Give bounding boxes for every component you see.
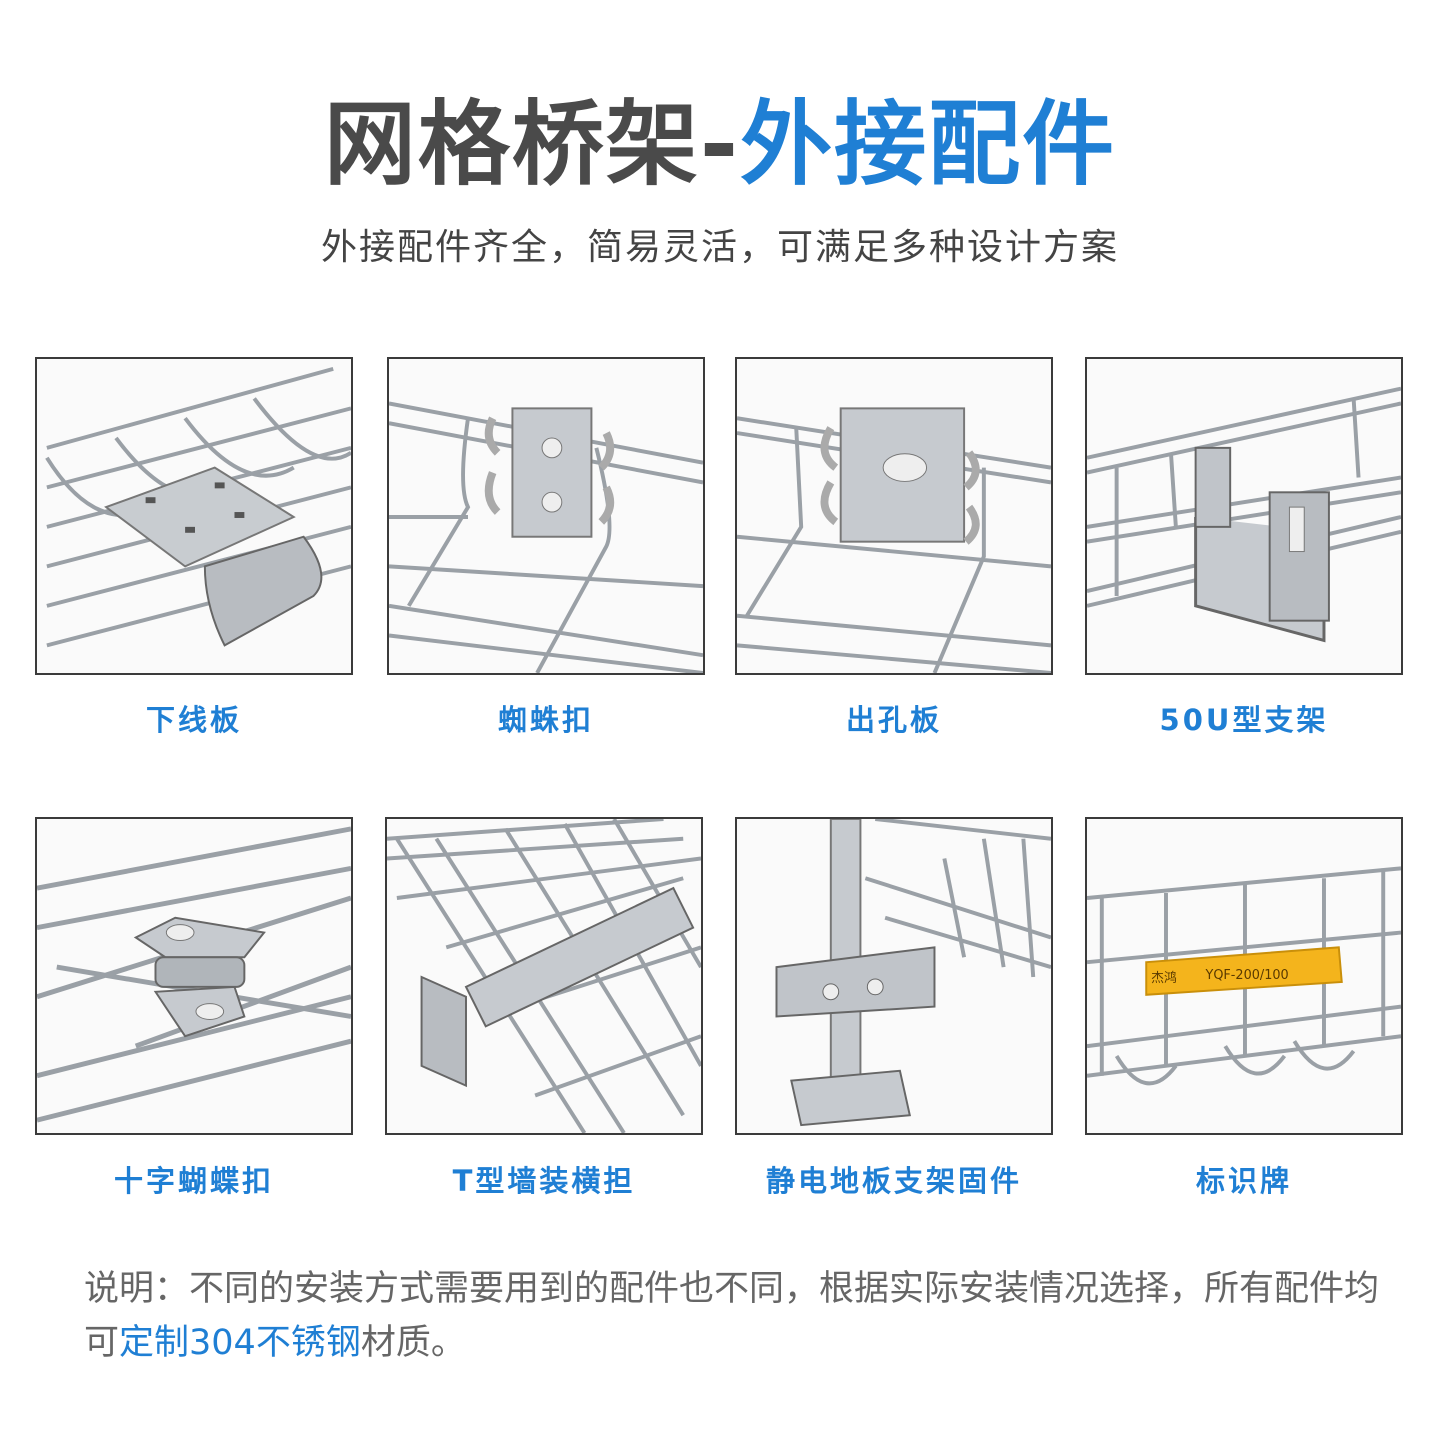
exit-hole-plate-image xyxy=(735,357,1053,675)
exit-hole-plate-label: 出孔板 xyxy=(845,703,942,737)
cross-butterfly-clip-image xyxy=(35,817,353,1135)
id-tag-label: 标识牌 xyxy=(1195,1164,1292,1198)
page-title: 网格桥架-外接配件 xyxy=(0,92,1440,198)
id-tag-image: 杰鸿 YQF-200/100 xyxy=(1085,817,1403,1135)
drop-out-plate-image xyxy=(35,357,353,675)
note-prefix: 说明：不同的安装方式需要用到的配件也不同，根据实际安装情况选择，所有配件均可 xyxy=(84,1269,1380,1363)
u-bracket-label: 50U型支架 xyxy=(1159,703,1329,737)
drop-out-plate-label: 下线板 xyxy=(145,703,242,737)
spider-clip-label: 蜘蛛扣 xyxy=(497,703,594,737)
note-text: 说明：不同的安装方式需要用到的配件也不同，根据实际安装情况选择，所有配件均可定制… xyxy=(84,1262,1384,1370)
note-highlight: 定制304不锈钢 xyxy=(119,1323,361,1363)
t-wall-crossarm-label: T型墙装横担 xyxy=(452,1164,636,1198)
note-suffix: 材质。 xyxy=(360,1323,466,1363)
title-main: 网格桥架- xyxy=(323,91,741,198)
cross-butterfly-clip-label: 十字蝴蝶扣 xyxy=(113,1164,274,1198)
t-wall-crossarm-image xyxy=(385,817,703,1135)
tag-text: YQF-200/100 xyxy=(1204,968,1288,983)
page-subtitle: 外接配件齐全，简易灵活，可满足多种设计方案 xyxy=(320,227,1119,268)
raised-floor-support-label: 静电地板支架固件 xyxy=(765,1164,1022,1198)
spider-clip-image xyxy=(387,357,705,675)
tag-logo: 杰鸿 xyxy=(1151,970,1177,986)
title-accent: 外接配件 xyxy=(740,91,1117,198)
u-bracket-image xyxy=(1085,357,1403,675)
raised-floor-support-image xyxy=(735,817,1053,1135)
